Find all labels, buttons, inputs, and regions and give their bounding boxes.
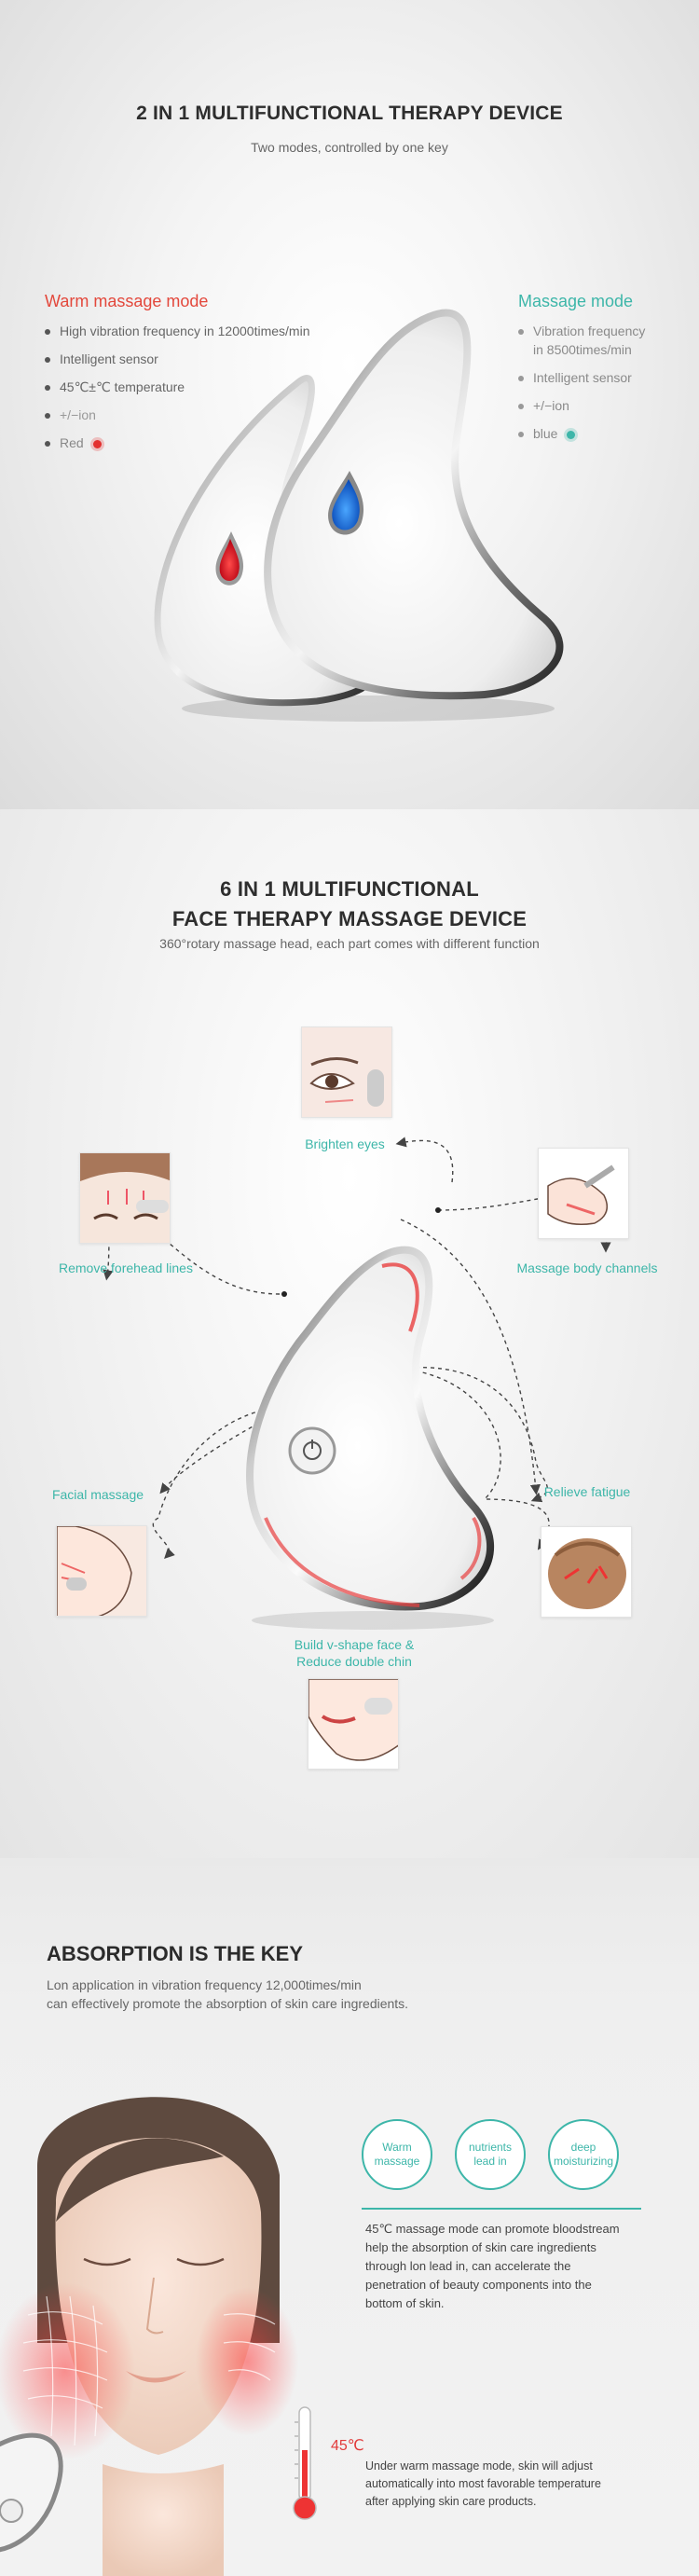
list-item: blue bbox=[518, 425, 645, 442]
list-item: 45℃±℃ temperature bbox=[45, 379, 309, 395]
thumb-body bbox=[538, 1148, 629, 1239]
section2-title-line1: 6 IN 1 MULTIFUNCTIONAL bbox=[220, 877, 479, 901]
list-item: Red bbox=[45, 434, 309, 451]
thumb-forehead bbox=[79, 1152, 171, 1244]
section2-title: 6 IN 1 MULTIFUNCTIONAL FACE THERAPY MASS… bbox=[0, 875, 699, 934]
massage-device-image bbox=[246, 1246, 495, 1630]
massage-mode-title: Massage mode bbox=[518, 292, 634, 310]
divider bbox=[362, 2208, 641, 2210]
blue-dot-icon bbox=[567, 430, 576, 439]
massage-mode-list: Vibration frequency in 8500times/min Int… bbox=[518, 323, 645, 453]
warm-mode-title: Warm massage mode bbox=[45, 292, 209, 310]
warm-mode-list: High vibration frequency in 12000times/m… bbox=[45, 323, 309, 462]
label-vshape: Build v-shape face & Reduce double chin bbox=[294, 1637, 415, 1669]
thumb-fatigue bbox=[541, 1526, 632, 1618]
label-massage-body-channels: Massage body channels bbox=[516, 1260, 658, 1275]
label-brighten-eyes: Brighten eyes bbox=[305, 1136, 385, 1151]
absorption-line1: Lon application in vibration frequency 1… bbox=[47, 1977, 362, 1992]
temperature-label: 45℃ bbox=[331, 2438, 364, 2454]
dual-device-illustration bbox=[154, 309, 564, 722]
list-item: Intelligent sensor bbox=[518, 369, 645, 386]
list-item: in 8500times/min bbox=[533, 342, 632, 357]
section1-title: 2 IN 1 MULTIFUNCTIONAL THERAPY DEVICE bbox=[136, 103, 563, 124]
six-in-one-section: 6 IN 1 MULTIFUNCTIONAL FACE THERAPY MASS… bbox=[0, 809, 699, 1858]
label-remove-forehead-lines: Remove forehead lines bbox=[59, 1260, 193, 1275]
red-dot-icon bbox=[92, 439, 102, 448]
thermometer-icon bbox=[293, 2406, 317, 2520]
label-relieve-fatigue: Relieve fatigue bbox=[543, 1484, 631, 1499]
warm-mode-paragraph: Under warm massage mode, skin will adjus… bbox=[365, 2459, 601, 2508]
thumb-eyes bbox=[301, 1026, 392, 1118]
thumb-vshape bbox=[308, 1678, 399, 1770]
list-item: +/−ion bbox=[518, 397, 645, 414]
absorption-section: ABSORPTION IS THE KEY Lon application in… bbox=[0, 1858, 699, 2576]
absorption-title: ABSORPTION IS THE KEY bbox=[47, 1942, 304, 1965]
list-item: High vibration frequency in 12000times/m… bbox=[45, 323, 309, 339]
section1-subtitle: Two modes, controlled by one key bbox=[251, 140, 448, 155]
list-item: +/−ion bbox=[45, 406, 309, 423]
label-facial-massage: Facial massage bbox=[51, 1487, 144, 1502]
two-in-one-section: 2 IN 1 MULTIFUNCTIONAL THERAPY DEVICE Tw… bbox=[0, 0, 699, 809]
face-illustration bbox=[0, 2097, 298, 2576]
list-item: Vibration frequency bbox=[518, 323, 645, 339]
section2-title-line2: FACE THERAPY MASSAGE DEVICE bbox=[171, 907, 528, 930]
thumb-facial bbox=[56, 1525, 147, 1617]
section2-subtitle: 360°rotary massage head, each part comes… bbox=[159, 936, 540, 951]
absorption-line2: can effectively promote the absorption o… bbox=[47, 1996, 409, 2011]
absorption-paragraph: 45℃ massage mode can promote bloodstream… bbox=[365, 2222, 620, 2310]
list-item: Intelligent sensor bbox=[45, 351, 309, 367]
